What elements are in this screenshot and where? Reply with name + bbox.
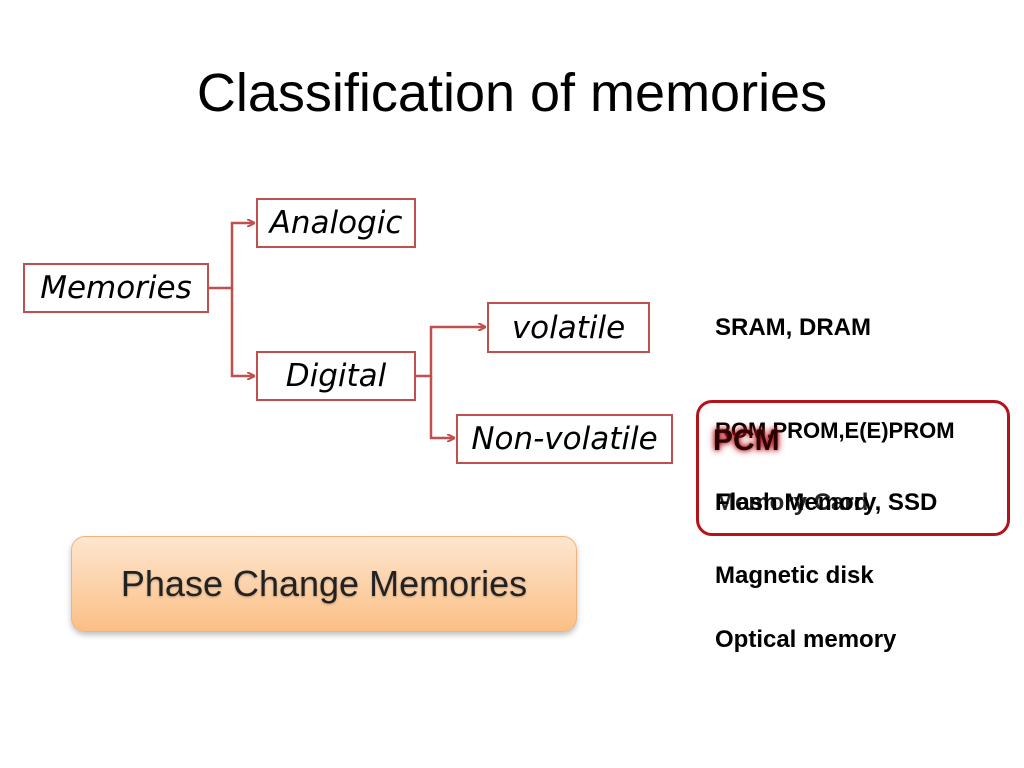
- node-digital: Digital: [256, 351, 416, 401]
- connector-digital-volatile: [416, 327, 485, 378]
- example-memory-card: Memory Card: [715, 489, 869, 516]
- node-volatile: volatile: [487, 302, 650, 353]
- connector-digital-nonvolatile: [429, 376, 454, 438]
- slide-title: Classification of memories: [196, 63, 828, 123]
- example-magnetic: Magnetic disk: [715, 562, 874, 589]
- pcm-highlight-box: [696, 400, 1010, 536]
- node-non-volatile: Non-volatile: [456, 414, 673, 464]
- node-memories: Memories: [23, 263, 209, 313]
- example-rom: ROM,PROM,E(E)PROM: [715, 418, 955, 443]
- connector-memories-analogic: [209, 223, 254, 290]
- connector-memories-digital: [230, 288, 254, 376]
- example-optical: Optical memory: [715, 626, 897, 653]
- example-volatile: SRAM, DRAM: [715, 314, 871, 341]
- pcm-label: PCM: [713, 424, 780, 457]
- phase-change-banner: Phase Change Memories: [71, 536, 577, 632]
- example-flash: Flash Memory, SSD: [715, 489, 938, 516]
- node-analogic: Analogic: [256, 198, 416, 248]
